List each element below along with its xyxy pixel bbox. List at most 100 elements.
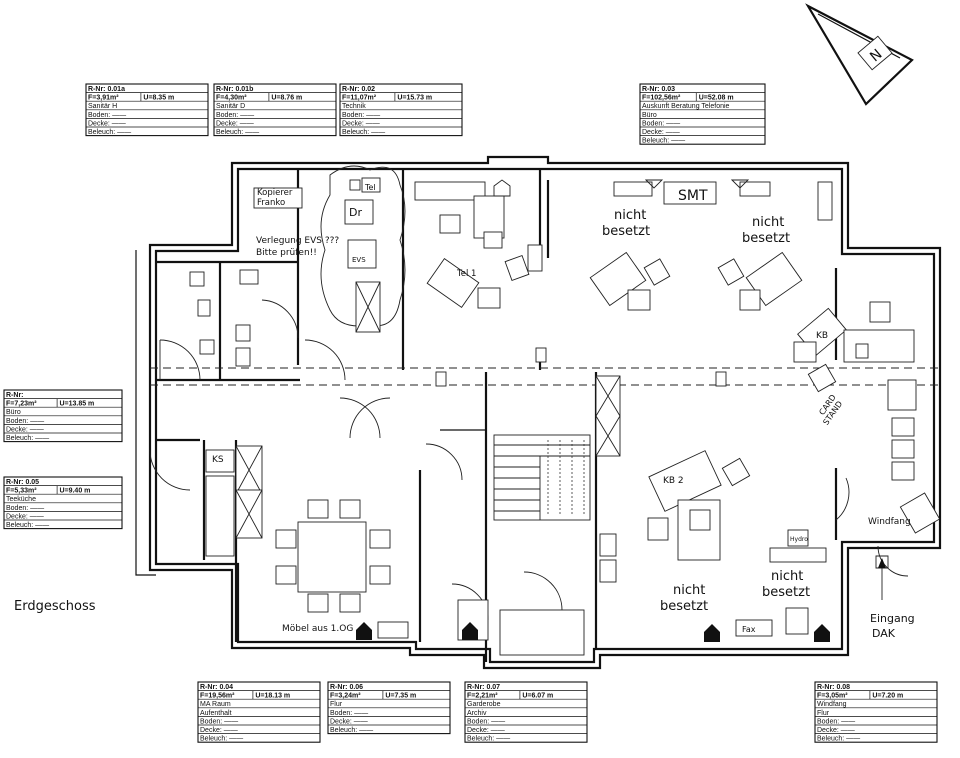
- room-perimeter: U=8.35 m: [143, 95, 174, 102]
- room-field: Decke: ——: [330, 718, 368, 725]
- nicht-besetzt-4b: besetzt: [762, 585, 810, 600]
- room-area: F=19,56m²: [200, 693, 235, 700]
- room-area: F=3,05m²: [817, 693, 848, 700]
- room-field: Archiv: [467, 710, 487, 717]
- room-area: F=7,23m²: [6, 401, 37, 408]
- franko-label: Franko: [257, 198, 285, 208]
- staircase: [493, 434, 591, 656]
- nicht-besetzt-3b: besetzt: [660, 599, 708, 614]
- room-field: Beleuch: ——: [200, 736, 243, 743]
- room-number: R-Nr: 0.07: [467, 684, 500, 691]
- room-perimeter: U=7.20 m: [872, 693, 903, 700]
- room-field: Beleuch: ——: [642, 138, 685, 145]
- nicht-besetzt-1b: besetzt: [602, 224, 650, 239]
- room-table: R-Nr: 0.05F=5,33m² U=9.40 m TeekücheBoden:…: [3, 476, 123, 530]
- room-field: Boden: ——: [200, 718, 238, 725]
- room-field: Boden: ——: [342, 112, 380, 119]
- tel1-label: Tel 1: [456, 269, 476, 279]
- dak-label: DAK: [872, 627, 896, 640]
- room-area: F=102,56m²: [642, 95, 681, 102]
- room-perimeter: U=6.07 m: [522, 693, 553, 700]
- room-field: Windfang: [817, 701, 847, 708]
- room-area: F=3,91m²: [88, 95, 119, 102]
- room-perimeter: U=13.85 m: [59, 401, 94, 408]
- room-field: Sanitär H: [88, 103, 117, 110]
- room-number: R-Nr:: [6, 392, 24, 399]
- room-field: Boden: ——: [817, 718, 855, 725]
- room-field: Decke: ——: [467, 727, 505, 734]
- room-field: Beleuch: ——: [6, 435, 49, 442]
- tel-box-label: Tel: [364, 183, 376, 192]
- room-number: R-Nr: 0.01a: [88, 86, 125, 93]
- kb-label: KB: [816, 331, 828, 341]
- smt-label: SMT: [678, 188, 708, 204]
- room-number: R-Nr: 0.04: [200, 684, 233, 691]
- room-field: Beleuch: ——: [330, 727, 373, 734]
- nicht-besetzt-4a: nicht: [771, 569, 803, 584]
- room-number: R-Nr: 0.02: [342, 86, 375, 93]
- room-field: Flur: [330, 701, 343, 708]
- room-field: Boden: ——: [330, 710, 368, 717]
- room-number: R-Nr: 0.05: [6, 479, 39, 486]
- room-number: R-Nr: 0.08: [817, 684, 850, 691]
- room-field: Boden: ——: [216, 112, 254, 119]
- plan-annotations: Kopierer Franko Verlegung EVS ??? Bitte …: [14, 183, 915, 640]
- room-area: F=5,33m²: [6, 488, 37, 495]
- room-table: R-Nr: 0.07F=2,21m² U=6.07 m GarderobeArchi…: [464, 681, 588, 743]
- room-perimeter: U=18.13 m: [255, 693, 290, 700]
- room-field: Boden: ——: [6, 418, 44, 425]
- room-number: R-Nr: 0.03: [642, 86, 675, 93]
- room-number: R-Nr: 0.01b: [216, 86, 253, 93]
- room-field: Decke: ——: [342, 120, 380, 127]
- room-field: Boden: ——: [467, 718, 505, 725]
- evs-box-label: EVS: [352, 256, 366, 264]
- fax-label: Fax: [742, 625, 756, 634]
- room-field: Beleuch: ——: [817, 736, 860, 743]
- exterior-walls: [135, 155, 942, 670]
- room-field: Boden: ——: [6, 505, 44, 512]
- nicht-besetzt-1a: nicht: [614, 208, 646, 223]
- room-field: Beleuch: ——: [216, 129, 259, 136]
- furniture: [189, 165, 941, 641]
- room-field: Garderobe: [467, 701, 501, 708]
- room-field: Decke: ——: [6, 513, 44, 520]
- ks-label: KS: [212, 455, 224, 465]
- nicht-besetzt-2b: besetzt: [742, 231, 790, 246]
- room-perimeter: U=52.08 m: [699, 95, 734, 102]
- room-field: Boden: ——: [88, 112, 126, 119]
- room-area: F=11,07m²: [342, 95, 377, 102]
- kb2-label: KB 2: [663, 476, 684, 486]
- nicht-besetzt-3a: nicht: [673, 583, 705, 598]
- room-field: Beleuch: ——: [88, 129, 131, 136]
- room-field: Auskunft Beratung Telefonie: [642, 103, 730, 110]
- eingang-label: Eingang: [870, 612, 915, 625]
- room-field: Büro: [642, 112, 657, 119]
- room-field: Teeküche: [6, 496, 36, 503]
- room-field: Sanitär D: [216, 103, 245, 110]
- verlegung-label: Verlegung EVS ???: [256, 236, 339, 246]
- room-field: Decke: ——: [216, 120, 254, 127]
- room-table: R-Nr: 0.02F=11,07m² U=15.73 m TechnikBoden…: [339, 83, 463, 137]
- room-perimeter: U=8.76 m: [271, 95, 302, 102]
- room-number: R-Nr: 0.06: [330, 684, 363, 691]
- pruefen-label: Bitte prüfen!!: [256, 248, 317, 258]
- room-field: Decke: ——: [817, 727, 855, 734]
- room-perimeter: U=15.73 m: [397, 95, 432, 102]
- room-field: MA Raum: [200, 701, 231, 708]
- room-area: F=4,30m²: [216, 95, 247, 102]
- room-perimeter: U=9.40 m: [59, 488, 90, 495]
- room-field: Beleuch: ——: [467, 736, 510, 743]
- room-area: F=2,21m²: [467, 693, 498, 700]
- hydro-label: Hydro: [790, 536, 808, 543]
- room-field: Technik: [342, 103, 366, 110]
- room-field: Decke: ——: [6, 426, 44, 433]
- moebel-label: Möbel aus 1.OG: [282, 624, 353, 634]
